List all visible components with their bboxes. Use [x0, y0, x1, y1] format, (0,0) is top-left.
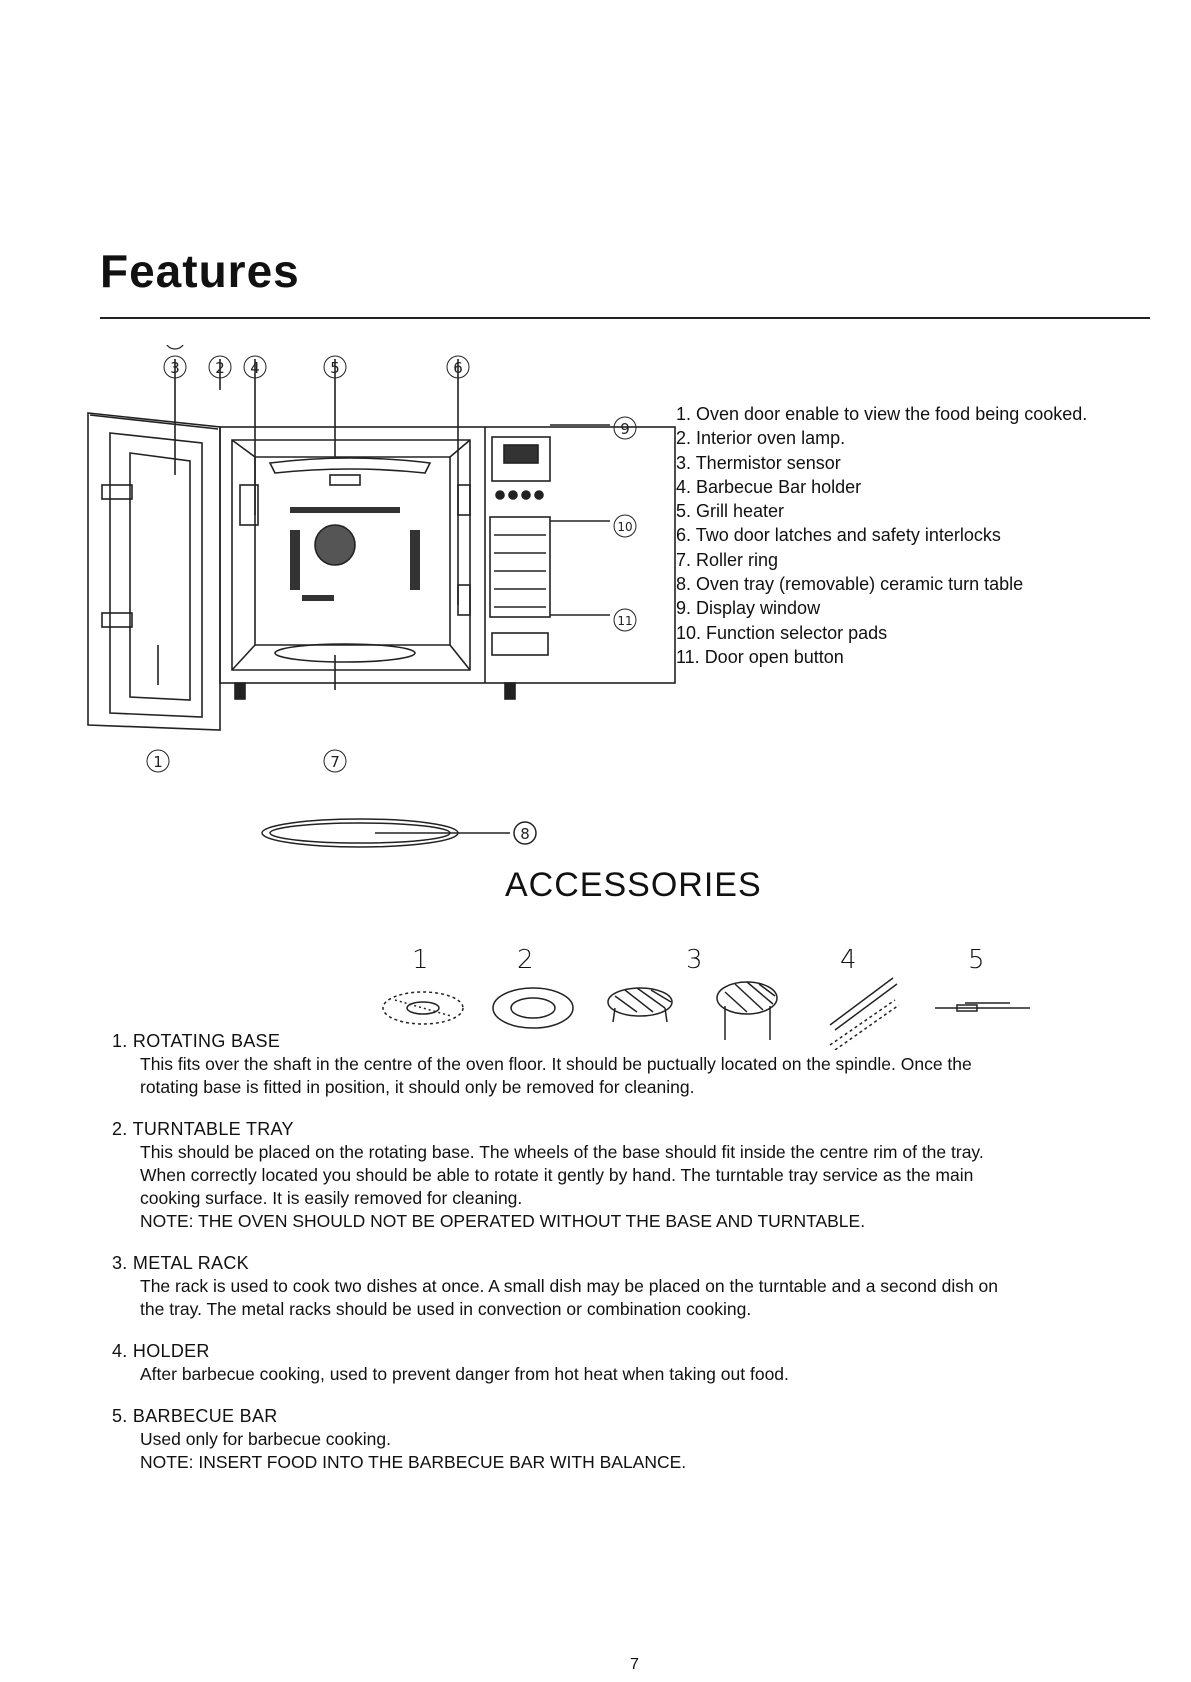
section-holder: 4. HOLDER After barbecue cooking, used t… [112, 1340, 789, 1386]
section-heading: 5. BARBECUE BAR [112, 1406, 278, 1426]
holder-icon [829, 977, 900, 1050]
section-line: cooking surface. It is easily removed fo… [140, 1188, 523, 1208]
display-window [491, 436, 551, 482]
accessories-title: ACCESSORIES [505, 866, 762, 904]
section-line: The rack is used to cook two dishes at o… [140, 1276, 999, 1296]
accessory-number: 2 [517, 945, 534, 975]
section-line: When correctly located you should be abl… [140, 1165, 974, 1185]
section-line: Used only for barbecue cooking. [140, 1429, 391, 1449]
metal-rack-low-icon [607, 987, 673, 1023]
door-open-button [491, 632, 549, 656]
accessory-number: 4 [840, 945, 857, 975]
parts-list-item: 5. Grill heater [676, 501, 785, 522]
section-heading: 1. ROTATING BASE [112, 1031, 281, 1051]
section-heading: 4. HOLDER [112, 1341, 210, 1361]
section-line: This fits over the shaft in the centre o… [140, 1054, 972, 1074]
parts-list-item: 7. Roller ring [676, 549, 779, 570]
parts-list-item: 3. Thermistor sensor [676, 452, 841, 473]
parts-list-item: 8. Oven tray (removable) ceramic turn ta… [676, 574, 1024, 595]
turntable [274, 643, 416, 663]
barbecue-bar-icon [935, 1002, 1030, 1012]
accessory-number: 3 [686, 945, 703, 975]
section-line: This should be placed on the rotating ba… [140, 1142, 984, 1162]
parts-list-item: 10. Function selector pads [676, 622, 888, 643]
grill-heater [268, 457, 432, 474]
parts-list-item: 2. Interior oven lamp. [676, 428, 846, 449]
page-title: Features [100, 245, 300, 297]
parts-list-item: 1. Oven door enable to view the food bei… [676, 404, 1088, 424]
section-barbecue-bar: 5. BARBECUE BAR Used only for barbecue c… [112, 1405, 686, 1474]
accessory-number: 1 [412, 945, 429, 975]
section-heading: 3. METAL RACK [112, 1253, 249, 1273]
section-turntable-tray: 2. TURNTABLE TRAY This should be placed … [112, 1118, 984, 1233]
section-line: NOTE: INSERT FOOD INTO THE BARBECUE BAR … [140, 1452, 687, 1472]
section-metal-rack: 3. METAL RACK The rack is used to cook t… [112, 1252, 998, 1321]
oven-diagram [87, 345, 676, 731]
oven-cabinet [219, 426, 676, 684]
accessories-illustration [382, 977, 1030, 1050]
section-line: rotating base is fitted in position, it … [140, 1077, 695, 1097]
section-line: NOTE: THE OVEN SHOULD NOT BE OPERATED WI… [140, 1211, 866, 1231]
page-number: 7 [630, 1656, 639, 1673]
parts-list: 1. Oven door enable to view the food bei… [676, 402, 1087, 669]
section-line: the tray. The metal racks should be used… [140, 1299, 752, 1319]
parts-list-item: 6. Two door latches and safety interlock… [676, 525, 1001, 546]
parts-list-item: 9. Display window [676, 598, 821, 619]
parts-list-item: 4. Barbecue Bar holder [676, 476, 862, 497]
oven-door [87, 412, 221, 731]
turntable-tray-icon [492, 987, 574, 1029]
section-line: After barbecue cooking, used to prevent … [140, 1364, 789, 1384]
section-rotating-base: 1. ROTATING BASE This fits over the shaf… [112, 1030, 972, 1099]
metal-rack-high-icon [716, 981, 778, 1040]
title-rule [100, 317, 1150, 319]
rotating-base-icon [382, 991, 464, 1025]
section-heading: 2. TURNTABLE TRAY [112, 1119, 294, 1139]
parts-list-item: 11. Door open button [676, 646, 844, 667]
callout-8: 8 [520, 825, 530, 843]
function-pads [489, 516, 551, 618]
accessory-number: 5 [968, 945, 985, 975]
oven-tray-illustration: 8 [261, 818, 537, 848]
